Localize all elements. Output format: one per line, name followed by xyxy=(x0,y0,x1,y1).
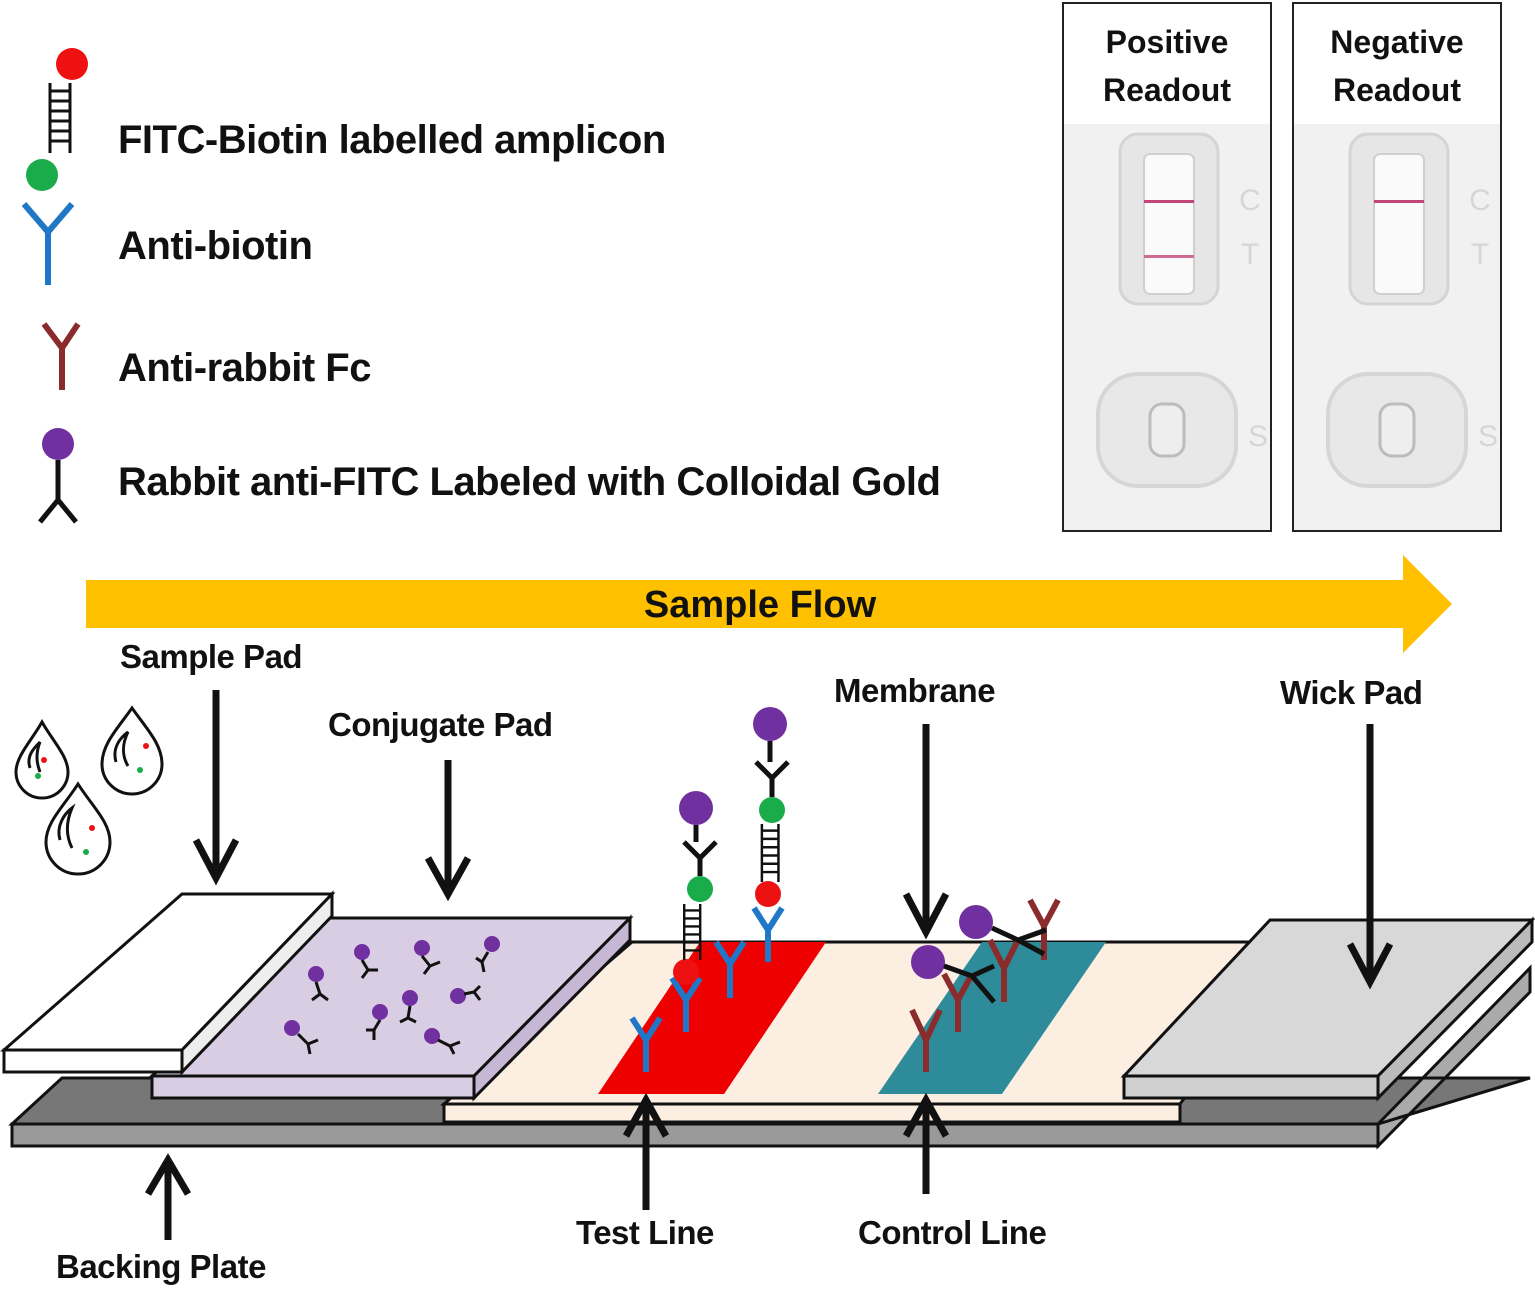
cassette-c-mark: C xyxy=(1239,184,1261,217)
amplicon-legend-label: FITC-Biotin labelled amplicon xyxy=(118,118,666,162)
positive-cassette: C T S xyxy=(1064,124,1270,530)
positive-test-band xyxy=(1144,255,1194,258)
negative-control-band xyxy=(1374,200,1424,203)
test-line-antibodies xyxy=(629,906,785,1072)
gold-antibody-legend-icon xyxy=(38,428,78,524)
droplet-icon xyxy=(100,705,164,796)
cassette-s-mark: S xyxy=(1248,420,1268,453)
wick-pad-label: Wick Pad xyxy=(1280,674,1423,711)
anti-rabbit-legend-label: Anti-rabbit Fc xyxy=(118,346,371,390)
anti-rabbit-legend-icon xyxy=(41,322,81,390)
anti-biotin-legend-icon xyxy=(21,202,75,285)
sample-flow-arrow xyxy=(86,555,1452,653)
backing-plate-label: Backing Plate xyxy=(56,1248,266,1285)
positive-readout-panel: Positive Readout C T S xyxy=(1062,2,1272,532)
wick-pad-arrow xyxy=(1346,724,1394,990)
pointer-arrows xyxy=(144,690,1394,1240)
sample-pad-label: Sample Pad xyxy=(120,638,303,675)
control-line-bound-gold xyxy=(911,905,1047,1004)
test-line-band xyxy=(598,942,826,1094)
sample-flow-label: Sample Flow xyxy=(643,584,877,626)
negative-cassette: C T S xyxy=(1294,124,1500,530)
gold-antibody-legend-label: Rabbit anti-FITC Labeled with Colloidal … xyxy=(118,460,941,504)
droplet-icon xyxy=(44,781,112,876)
test-line-bound-complex-1 xyxy=(673,791,718,985)
positive-control-band xyxy=(1144,200,1194,203)
sample-pad-arrow xyxy=(192,690,240,886)
conjugate-pad xyxy=(148,914,634,1102)
sample-droplets xyxy=(14,705,164,876)
sample-pad xyxy=(0,890,336,1076)
cassette-c-mark: C xyxy=(1469,184,1491,217)
control-line-label: Control Line xyxy=(858,1214,1047,1251)
negative-readout-panel: Negative Readout C T S xyxy=(1292,2,1502,532)
control-line-arrow xyxy=(902,1092,950,1194)
membrane-arrow xyxy=(902,724,950,940)
conjugate-pad-label: Conjugate Pad xyxy=(328,706,553,743)
negative-readout-title: Negative Readout xyxy=(1330,24,1464,108)
test-line-label: Test Line xyxy=(576,1214,714,1251)
droplet-icon xyxy=(14,718,70,800)
cassette-s-mark: S xyxy=(1478,420,1498,453)
backing-plate-arrow xyxy=(144,1153,192,1240)
amplicon-legend-icon xyxy=(26,48,88,191)
test-line-bound-complex-2 xyxy=(753,707,790,907)
wick-pad xyxy=(1120,916,1535,1102)
cassette-t-mark: T xyxy=(1471,238,1489,271)
test-line-arrow xyxy=(622,1092,670,1210)
positive-readout-title: Positive Readout xyxy=(1103,24,1231,108)
anti-biotin-legend-label: Anti-biotin xyxy=(118,224,313,268)
conjugate-particles xyxy=(284,936,500,1055)
control-line-band xyxy=(878,942,1106,1094)
cassette-t-mark: T xyxy=(1241,238,1259,271)
conjugate-pad-arrow xyxy=(424,760,472,902)
membrane-label: Membrane xyxy=(834,672,996,709)
